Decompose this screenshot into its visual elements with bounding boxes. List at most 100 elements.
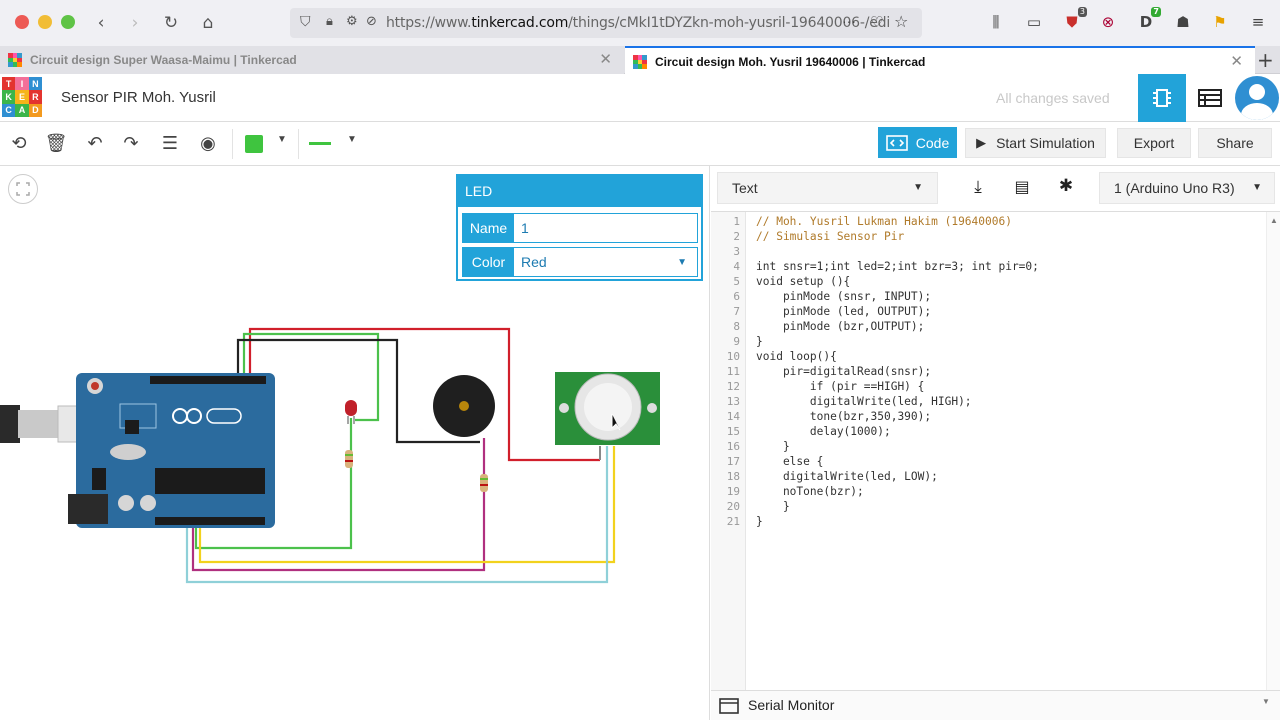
line-number: 18 (726, 470, 740, 483)
trash-icon[interactable]: 🗑︎ (44, 133, 68, 154)
device-select[interactable]: 1 (Arduino Uno R3) ▼ (1099, 172, 1275, 204)
wire-green-led[interactable] (194, 418, 353, 550)
logo-letter: K (2, 90, 16, 104)
component-list-button[interactable] (1186, 74, 1234, 122)
spy-extension-icon[interactable]: ☗ (1176, 13, 1190, 31)
address-bar[interactable]: ⛉ 🔒︎ ⚙ ⊘ https://www.tinkercad.com/thing… (290, 8, 922, 38)
lock-icon[interactable]: 🔒︎ (326, 14, 333, 29)
sidebar-icon[interactable]: ▭ (1026, 13, 1042, 31)
permissions-icon[interactable]: ⚙ (346, 14, 358, 29)
menu-icon[interactable]: ≡ (1251, 13, 1265, 31)
avatar-body (1241, 103, 1273, 120)
chevron-down-icon: ▼ (677, 257, 687, 268)
share-button[interactable]: Share (1198, 128, 1272, 158)
library-icon[interactable]: ⫼ (992, 13, 1000, 31)
buzzer-resistor[interactable] (480, 474, 488, 492)
project-title[interactable]: Sensor PIR Moh. Yusril (61, 89, 216, 106)
tab-super-waasa[interactable]: Circuit design Super Waasa-Maimu | Tinke… (0, 46, 624, 74)
led-resistor[interactable] (345, 450, 353, 468)
code-text-area[interactable]: // Moh. Yusril Lukman Hakim (19640006)//… (747, 212, 1266, 690)
logo-letter: N (28, 77, 42, 91)
circuit-view-button[interactable] (1138, 74, 1186, 122)
reload-icon[interactable]: ↻ (163, 13, 179, 33)
forward-icon[interactable]: › (131, 13, 139, 33)
name-value[interactable]: 1 (521, 220, 529, 236)
line-number: 13 (726, 395, 740, 408)
logo-letter: E (15, 90, 29, 104)
url-text[interactable]: https://www.tinkercad.com/things/cMkI1tD… (386, 15, 890, 31)
line-number: 17 (726, 455, 740, 468)
start-simulation-button[interactable]: ▶ Start Simulation (965, 128, 1106, 158)
code-line: void setup (){ (756, 275, 851, 288)
line-number: 12 (726, 380, 740, 393)
wire-green-top[interactable] (242, 332, 380, 422)
code-button[interactable]: Code (878, 127, 957, 158)
tinkercad-logo[interactable]: T I N K E R C A D (2, 77, 42, 117)
camera-blocked-icon[interactable]: ⊘ (366, 14, 377, 29)
piezo-buzzer[interactable] (433, 375, 495, 437)
close-window-button[interactable] (15, 15, 29, 29)
new-tab-icon[interactable]: + (1257, 48, 1274, 72)
code-toolbar: Text ▼ ⤓ ▤ ✱ 1 (Arduino Uno R3) ▼ (711, 166, 1280, 212)
export-button[interactable]: Export (1117, 128, 1191, 158)
flag-extension-icon[interactable]: ⚑ (1213, 13, 1227, 31)
redo-icon[interactable]: ↷ (123, 133, 139, 154)
circuit-canvas[interactable]: LED Name 1 Color Red ▼ (0, 166, 710, 720)
notes-icon[interactable]: ☰ (161, 133, 179, 154)
bookmark-star-icon[interactable]: ☆ (894, 12, 909, 31)
led-name-field[interactable]: Name 1 (462, 213, 698, 243)
code-line: } (756, 440, 790, 453)
line-number: 8 (733, 320, 740, 333)
tab-moh-yusril[interactable]: Circuit design Moh. Yusril 19640006 | Ti… (625, 46, 1255, 74)
wire-cyan[interactable] (185, 446, 609, 584)
pir-sensor[interactable] (555, 372, 660, 445)
tinkercad-favicon-icon (633, 55, 647, 69)
shield-icon[interactable]: ⛉ (300, 14, 311, 30)
panel-title: LED (458, 176, 701, 207)
color-value: Red (521, 254, 547, 270)
download-icon[interactable]: ⤓ (974, 177, 982, 197)
line-number: 1 (733, 215, 740, 228)
ublock-icon[interactable]: ⛊3 (1066, 7, 1087, 31)
back-icon[interactable]: ‹ (97, 13, 105, 33)
logo-letter: A (15, 103, 29, 117)
code-mode-select[interactable]: Text ▼ (717, 172, 938, 204)
wire-yellow[interactable] (198, 446, 616, 564)
library-box-icon[interactable]: ▤ (1014, 177, 1030, 196)
serial-monitor-bar[interactable]: Serial Monitor ▼ (711, 690, 1280, 720)
home-icon[interactable]: ⌂ (202, 13, 214, 33)
close-tab-icon[interactable]: ✕ (599, 51, 612, 68)
cursor-icon (611, 414, 621, 431)
wire-red[interactable] (248, 327, 600, 462)
tab-title: Circuit design Super Waasa-Maimu | Tinke… (30, 53, 297, 67)
line-number: 2 (733, 230, 740, 243)
arduino-uno-board[interactable] (68, 373, 275, 528)
page-actions-icon[interactable]: ··· (842, 13, 856, 29)
wire-magenta[interactable] (191, 438, 486, 572)
wire-type-picker[interactable]: ▼ (298, 129, 362, 159)
led-color-select[interactable]: Color Red ▼ (462, 247, 698, 277)
extension-block-icon[interactable]: ⊗ (1101, 13, 1115, 31)
close-tab-icon[interactable]: ✕ (1230, 53, 1243, 70)
user-avatar[interactable] (1235, 76, 1279, 120)
rotate-icon[interactable]: ⟲ (11, 133, 27, 154)
maximize-window-button[interactable] (61, 15, 75, 29)
scroll-down-icon[interactable]: ▼ (1262, 697, 1270, 706)
visibility-icon[interactable]: ◉ (200, 133, 216, 154)
undo-icon[interactable]: ↶ (87, 133, 103, 154)
red-led[interactable] (345, 400, 357, 424)
fit-view-button[interactable] (8, 174, 38, 204)
debugger-bug-icon[interactable]: ✱ (1058, 176, 1074, 196)
play-icon: ▶ (976, 135, 987, 151)
code-line: tone(bzr,350,390); (756, 410, 932, 423)
minimize-window-button[interactable] (38, 15, 52, 29)
fill-color-picker[interactable]: ▼ (232, 129, 292, 159)
code-line: pir=digitalRead(snsr); (756, 365, 932, 378)
wire-black[interactable] (236, 338, 480, 444)
scroll-up-icon[interactable]: ▲ (1270, 216, 1278, 225)
name-label: Name (463, 214, 514, 242)
code-scrollbar[interactable]: ▲ (1266, 212, 1280, 690)
color-label: Color (463, 248, 514, 276)
pocket-icon[interactable]: ♡ (870, 13, 884, 31)
